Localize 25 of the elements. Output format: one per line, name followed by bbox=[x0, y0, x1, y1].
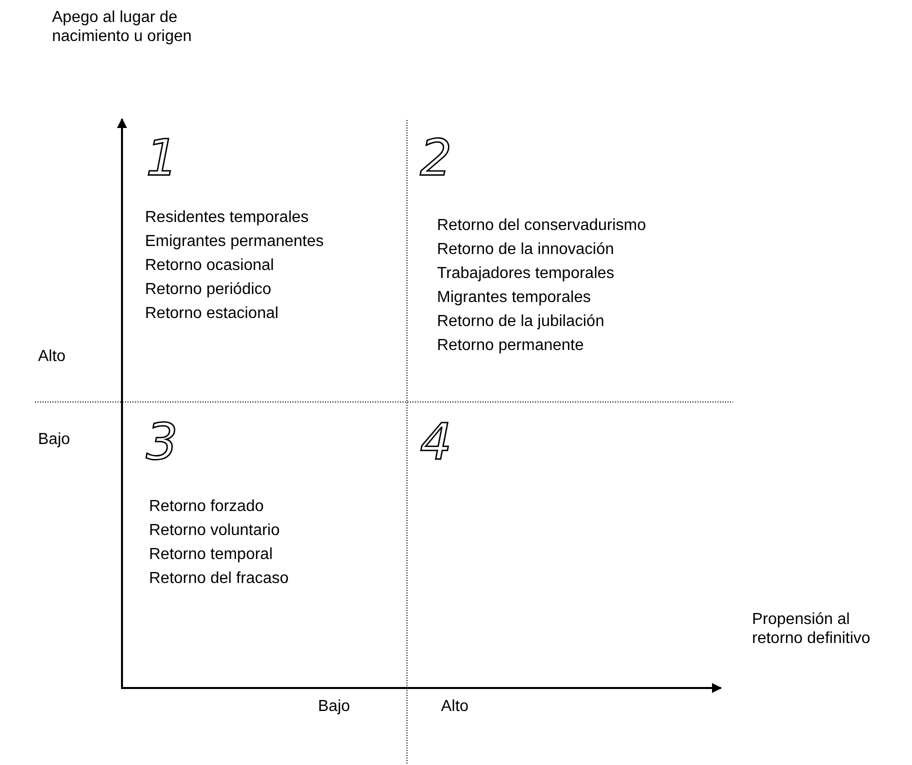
list-item: Retorno permanente bbox=[437, 336, 584, 355]
list-item: Retorno del fracaso bbox=[149, 569, 289, 588]
list-item: Retorno ocasional bbox=[145, 256, 274, 275]
quadrant-number: 4 bbox=[420, 416, 452, 468]
axis-title: Apego al lugar de nacimiento u origen bbox=[52, 8, 193, 46]
list-item: Retorno temporal bbox=[149, 545, 273, 564]
axis-level-label: Bajo bbox=[318, 697, 350, 716]
list-item: Retorno forzado bbox=[149, 497, 264, 516]
list-item: Migrantes temporales bbox=[437, 288, 591, 307]
list-item: Emigrantes permanentes bbox=[145, 232, 324, 251]
quadrant-number: 3 bbox=[146, 416, 178, 468]
list-item: Trabajadores temporales bbox=[437, 264, 614, 283]
axis-level-label: Alto bbox=[441, 697, 469, 716]
axis-level-label: Alto bbox=[38, 347, 66, 366]
list-item: Retorno voluntario bbox=[149, 521, 280, 540]
quadrant-number: 1 bbox=[146, 132, 178, 184]
list-item: Residentes temporales bbox=[145, 208, 309, 227]
list-item: Retorno del conservadurismo bbox=[437, 216, 646, 235]
quadrant-number: 2 bbox=[420, 132, 452, 184]
list-item: Retorno de la innovación bbox=[437, 240, 614, 259]
axis-level-label: Bajo bbox=[38, 430, 70, 449]
list-item: Retorno periódico bbox=[145, 280, 272, 299]
list-item: Retorno estacional bbox=[145, 304, 278, 323]
list-item: Retorno de la jubilación bbox=[437, 312, 604, 331]
axis-title: Propensión al retorno definitivo bbox=[752, 610, 872, 648]
